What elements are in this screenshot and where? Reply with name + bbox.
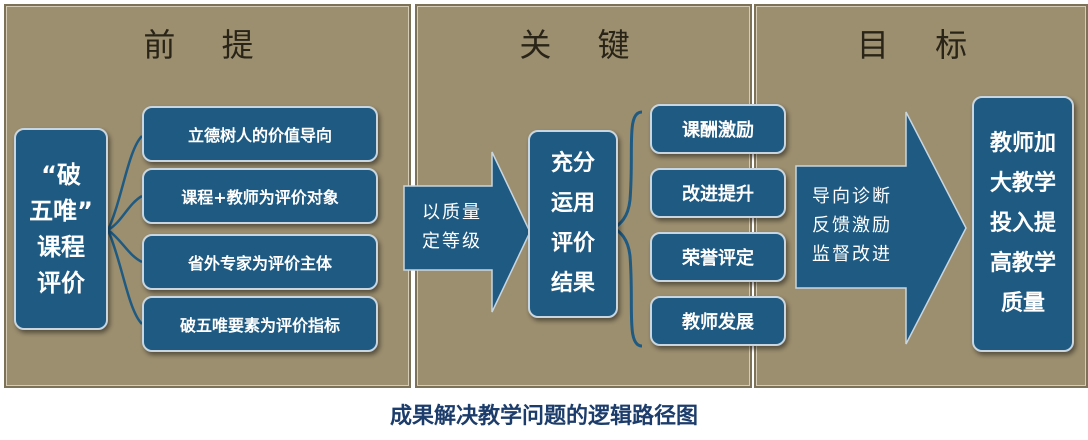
branch-box-1: 立德树人的价值导向: [142, 106, 378, 162]
outcome-box-1: 课酬激励: [650, 104, 786, 154]
branch-label-1: 立德树人的价值导向: [187, 126, 332, 145]
panel-title-key: 关 键: [519, 26, 648, 64]
outcome-label-2: 改进提升: [682, 184, 754, 205]
panel-title-premise: 前 提: [143, 26, 272, 64]
branch-box-4: 破五唯要素为评价指标: [142, 296, 378, 352]
outcome-box-2: 改进提升: [650, 168, 786, 218]
center-box-text: 充分 运用 评价 结果: [550, 151, 595, 296]
goal-box-text: 教师加 大教学 投入提 高教学 质量: [989, 131, 1056, 316]
diagram-caption: 成果解决教学问题的逻辑路径图: [389, 404, 698, 429]
center-box: 充分 运用 评价 结果: [528, 130, 618, 318]
branch-label-2: 课程+教师为评价对象: [181, 188, 339, 207]
fan-line-2: [107, 194, 143, 232]
start-box-text: “破 五唯” 课程 评价: [29, 161, 93, 297]
arrow-quality: [403, 151, 531, 313]
outcome-label-4: 教师发展: [682, 312, 754, 333]
start-box: “破 五唯” 课程 评价: [14, 128, 108, 330]
goal-box: 教师加 大教学 投入提 高教学 质量: [972, 96, 1074, 352]
panel-title-goal: 目 标: [856, 26, 986, 64]
outcome-box-3: 荣誉评定: [650, 232, 786, 282]
fan-connectors: [106, 135, 143, 325]
branch-box-2: 课程+教师为评价对象: [142, 168, 378, 224]
arrow-feedback: [795, 111, 967, 345]
outcome-label-1: 课酬激励: [682, 120, 754, 141]
fan-line-3: [107, 228, 143, 264]
arrow-feedback-text: 导向诊断 反馈激励 监督改进: [812, 186, 892, 265]
fan-line-4: [106, 229, 143, 325]
fan-line-1: [106, 135, 143, 231]
outcome-label-3: 荣誉评定: [682, 248, 754, 269]
curly-brace: [611, 110, 643, 348]
branch-label-3: 省外专家为评价主体: [187, 254, 332, 273]
branch-box-3: 省外专家为评价主体: [142, 234, 378, 290]
outcome-box-4: 教师发展: [650, 296, 786, 346]
arrow-quality-text: 以质量 定等级: [422, 202, 482, 252]
branch-label-4: 破五唯要素为评价指标: [179, 316, 340, 335]
